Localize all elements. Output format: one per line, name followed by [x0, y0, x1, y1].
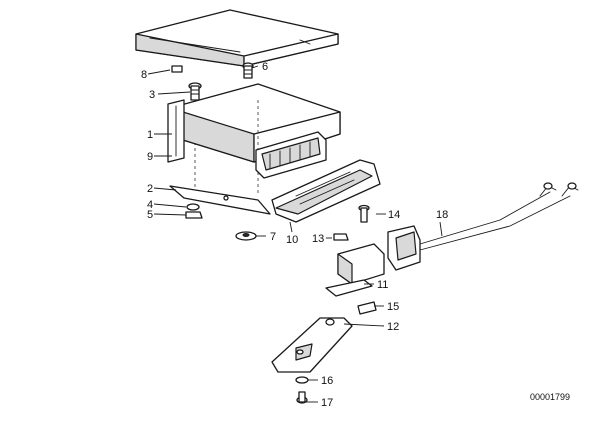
- callout-8: 8: [141, 69, 147, 81]
- callout-11: 11: [377, 279, 388, 291]
- mounting-bracket: [167, 99, 185, 163]
- callout-18: 18: [436, 209, 448, 221]
- callout-1: 1: [147, 129, 153, 141]
- support-strap: [169, 185, 271, 215]
- callout-9: 9: [147, 151, 153, 163]
- grommet-7: [235, 231, 257, 241]
- callout-12: 12: [387, 321, 399, 333]
- nut-13: [333, 233, 349, 241]
- callout-5: 5: [147, 209, 153, 221]
- callout-10: 10: [286, 234, 298, 246]
- screw-3: [188, 82, 202, 196]
- callout-16: 16: [321, 375, 333, 387]
- callout-15: 15: [387, 301, 399, 313]
- cable-plug: [387, 182, 579, 271]
- callout-13: 13: [312, 233, 324, 245]
- callout-14: 14: [388, 209, 400, 221]
- cover-plate: [135, 9, 339, 73]
- washer-4: [186, 203, 200, 211]
- reference-code: 00001799: [530, 392, 570, 402]
- callout-4: 4: [147, 199, 153, 211]
- leader-lines: [147, 65, 443, 403]
- connector-housing: [271, 159, 381, 223]
- callout-17: 17: [321, 397, 333, 409]
- nut-5: [185, 211, 203, 219]
- callout-labels: 8 6 3 1 9 2 4 5 7 10 14 13 18 11 15 12 1…: [141, 61, 448, 409]
- relay: [325, 243, 385, 297]
- control-unit: [169, 83, 341, 196]
- callout-2: 2: [147, 183, 153, 195]
- clip-15: [357, 301, 377, 315]
- bracket-plate: [271, 317, 353, 373]
- washer-16: [295, 376, 309, 384]
- callout-3: 3: [149, 89, 155, 101]
- screw-6: [242, 62, 254, 79]
- screw-14: [358, 204, 370, 223]
- callout-6: 6: [262, 61, 268, 73]
- screw-17: [296, 391, 308, 404]
- callout-7: 7: [270, 231, 276, 243]
